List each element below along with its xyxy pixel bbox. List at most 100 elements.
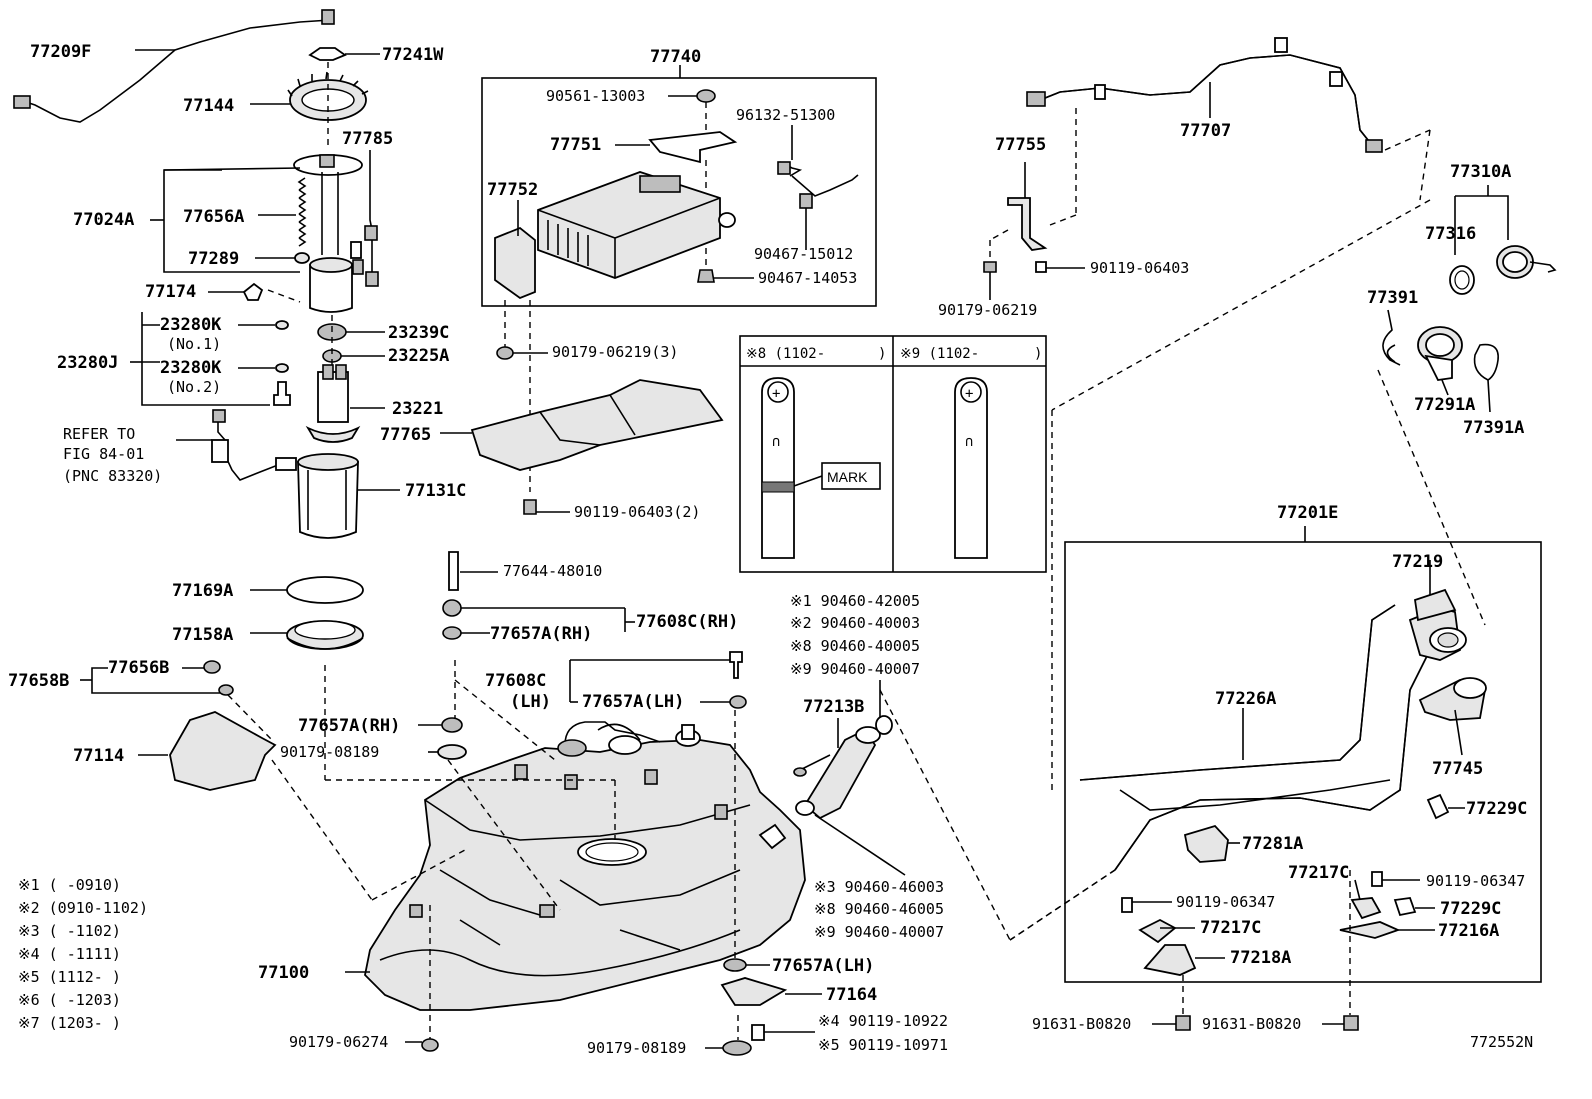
label-refer-fig: FIG 84-01 [63,445,144,463]
label-77391A: 77391A [1463,418,1524,438]
figure-code: 772552N [1470,1033,1533,1051]
fuel-sender [211,409,297,481]
label-23280K-no1: 23280K [160,315,222,335]
bracket-part [1007,197,1048,251]
label-90460-40005: ※8 90460-40005 [790,637,920,655]
footnote-4: ※4 ( -1111) [18,945,121,963]
clip-part [1183,824,1229,863]
protector [169,711,277,791]
label-90119-06347-a: 90119-06347 [1426,872,1525,890]
label-23221: 23221 [392,399,443,419]
clip-part [1426,793,1450,820]
label-77707: 77707 [1180,121,1231,141]
fuel-inlet-pipe [1079,588,1487,871]
filler-pipe-group-box [1064,541,1542,983]
inset-col2-header: ※9 (1102- [900,346,979,362]
label-77219: 77219 [1392,552,1443,572]
label-no2: (No.2) [167,378,221,396]
footnote-7: ※7 (1203- ) [18,1014,121,1032]
label-23239C: 23239C [388,323,449,343]
label-77656B: 77656B [108,658,169,678]
label-77144: 77144 [183,96,234,116]
label-90460-40007-b: ※9 90460-40007 [814,923,944,941]
label-90179-08189-a: 90179-08189 [280,743,379,761]
label-77174: 77174 [145,282,196,302]
fuel-filter [309,257,353,313]
clip-part [242,282,264,301]
label-77213B: 77213B [803,697,864,717]
label-refer-pnc: (PNC 83320) [63,467,162,485]
label-77100: 77100 [258,963,309,983]
label-77751: 77751 [550,135,601,155]
label-90179-06274: 90179-06274 [289,1033,388,1051]
label-90460-40007: ※9 90460-40007 [790,660,920,678]
clip-part [308,47,347,61]
label-77745: 77745 [1432,759,1483,779]
inset-col1-header: ※8 (1102- [746,346,825,362]
label-lh: (LH) [510,692,551,712]
label-96132-51300: 96132-51300 [736,106,835,124]
label-90467-15012: 90467-15012 [754,245,853,263]
label-77229C-2: 77229C [1440,899,1501,919]
footnote-5: ※5 (1112- ) [18,968,121,986]
label-23225A: 23225A [388,346,449,366]
label-77217C-1: 77217C [1288,863,1349,883]
label-77608C-rh: 77608C(RH) [636,612,738,632]
spring-part [297,177,307,247]
fuel-tank-shield [470,379,724,471]
label-no1: (No.1) [167,335,221,353]
label-77217C-2: 77217C [1200,918,1261,938]
label-77201E: 77201E [1277,503,1338,523]
label-77291A: 77291A [1414,395,1475,415]
label-77114: 77114 [73,746,124,766]
footnotes: ※1 ( -0910) ※2 (0910-1102) ※3 ( -1102) ※… [18,876,148,1032]
label-91631-B0820-b: 91631-B0820 [1202,1015,1301,1033]
label-90119-06347-b: 90119-06347 [1176,893,1275,911]
label-90460-40003: ※2 90460-40003 [790,614,920,632]
gasket [286,576,364,604]
label-23280K-no2: 23280K [160,358,222,378]
footnote-1: ※1 ( -0910) [18,876,121,894]
bracket-part [1143,944,1197,976]
stud-bolt [448,551,459,591]
label-77216A: 77216A [1438,921,1499,941]
label-77755: 77755 [995,135,1046,155]
label-77608C-lh: 77608C [485,671,546,691]
canister-group-box [481,77,877,307]
label-23280J: 23280J [57,353,118,373]
label-77289: 77289 [188,249,239,269]
inset-col1-close: ) [878,346,886,362]
label-77229C-1: 77229C [1466,799,1527,819]
mark-inset [739,335,1047,573]
label-77752: 77752 [487,180,538,200]
charcoal-canister [537,171,736,279]
label-77131C: 77131C [405,481,466,501]
inset-labels: ※8 (1102- ) ※9 (1102- ) + + ∩ ∩ MARK [746,346,1042,485]
mark-label: MARK [827,469,868,485]
label-77169A: 77169A [172,581,233,601]
label-77316: 77316 [1425,224,1476,244]
label-90179-08189-b: 90179-08189 [587,1039,686,1057]
label-77226A: 77226A [1215,689,1276,709]
plus-icon: + [965,386,973,402]
cap-symbol: ∩ [965,434,973,450]
cap-symbol: ∩ [772,434,780,450]
fuel-tank [364,721,806,1011]
label-90561-13003: 90561-13003 [546,87,645,105]
plus-icon: + [772,386,780,402]
label-77024A: 77024A [73,210,134,230]
fuel-sender-wire [13,9,335,123]
label-77391: 77391 [1367,288,1418,308]
label-77657A-lh-2: 77657A(LH) [772,956,874,976]
footnote-3: ※3 ( -1102) [18,922,121,940]
pump-reservoir [297,453,359,539]
label-77158A: 77158A [172,625,233,645]
label-90460-46005: ※8 90460-46005 [814,900,944,918]
canister-bracket [648,131,738,164]
retainer-ring [286,620,364,650]
label-77241W: 77241W [382,45,444,65]
label-90460-42005: ※1 90460-42005 [790,592,920,610]
label-77281A: 77281A [1242,834,1303,854]
label-77209F: 77209F [30,42,91,62]
